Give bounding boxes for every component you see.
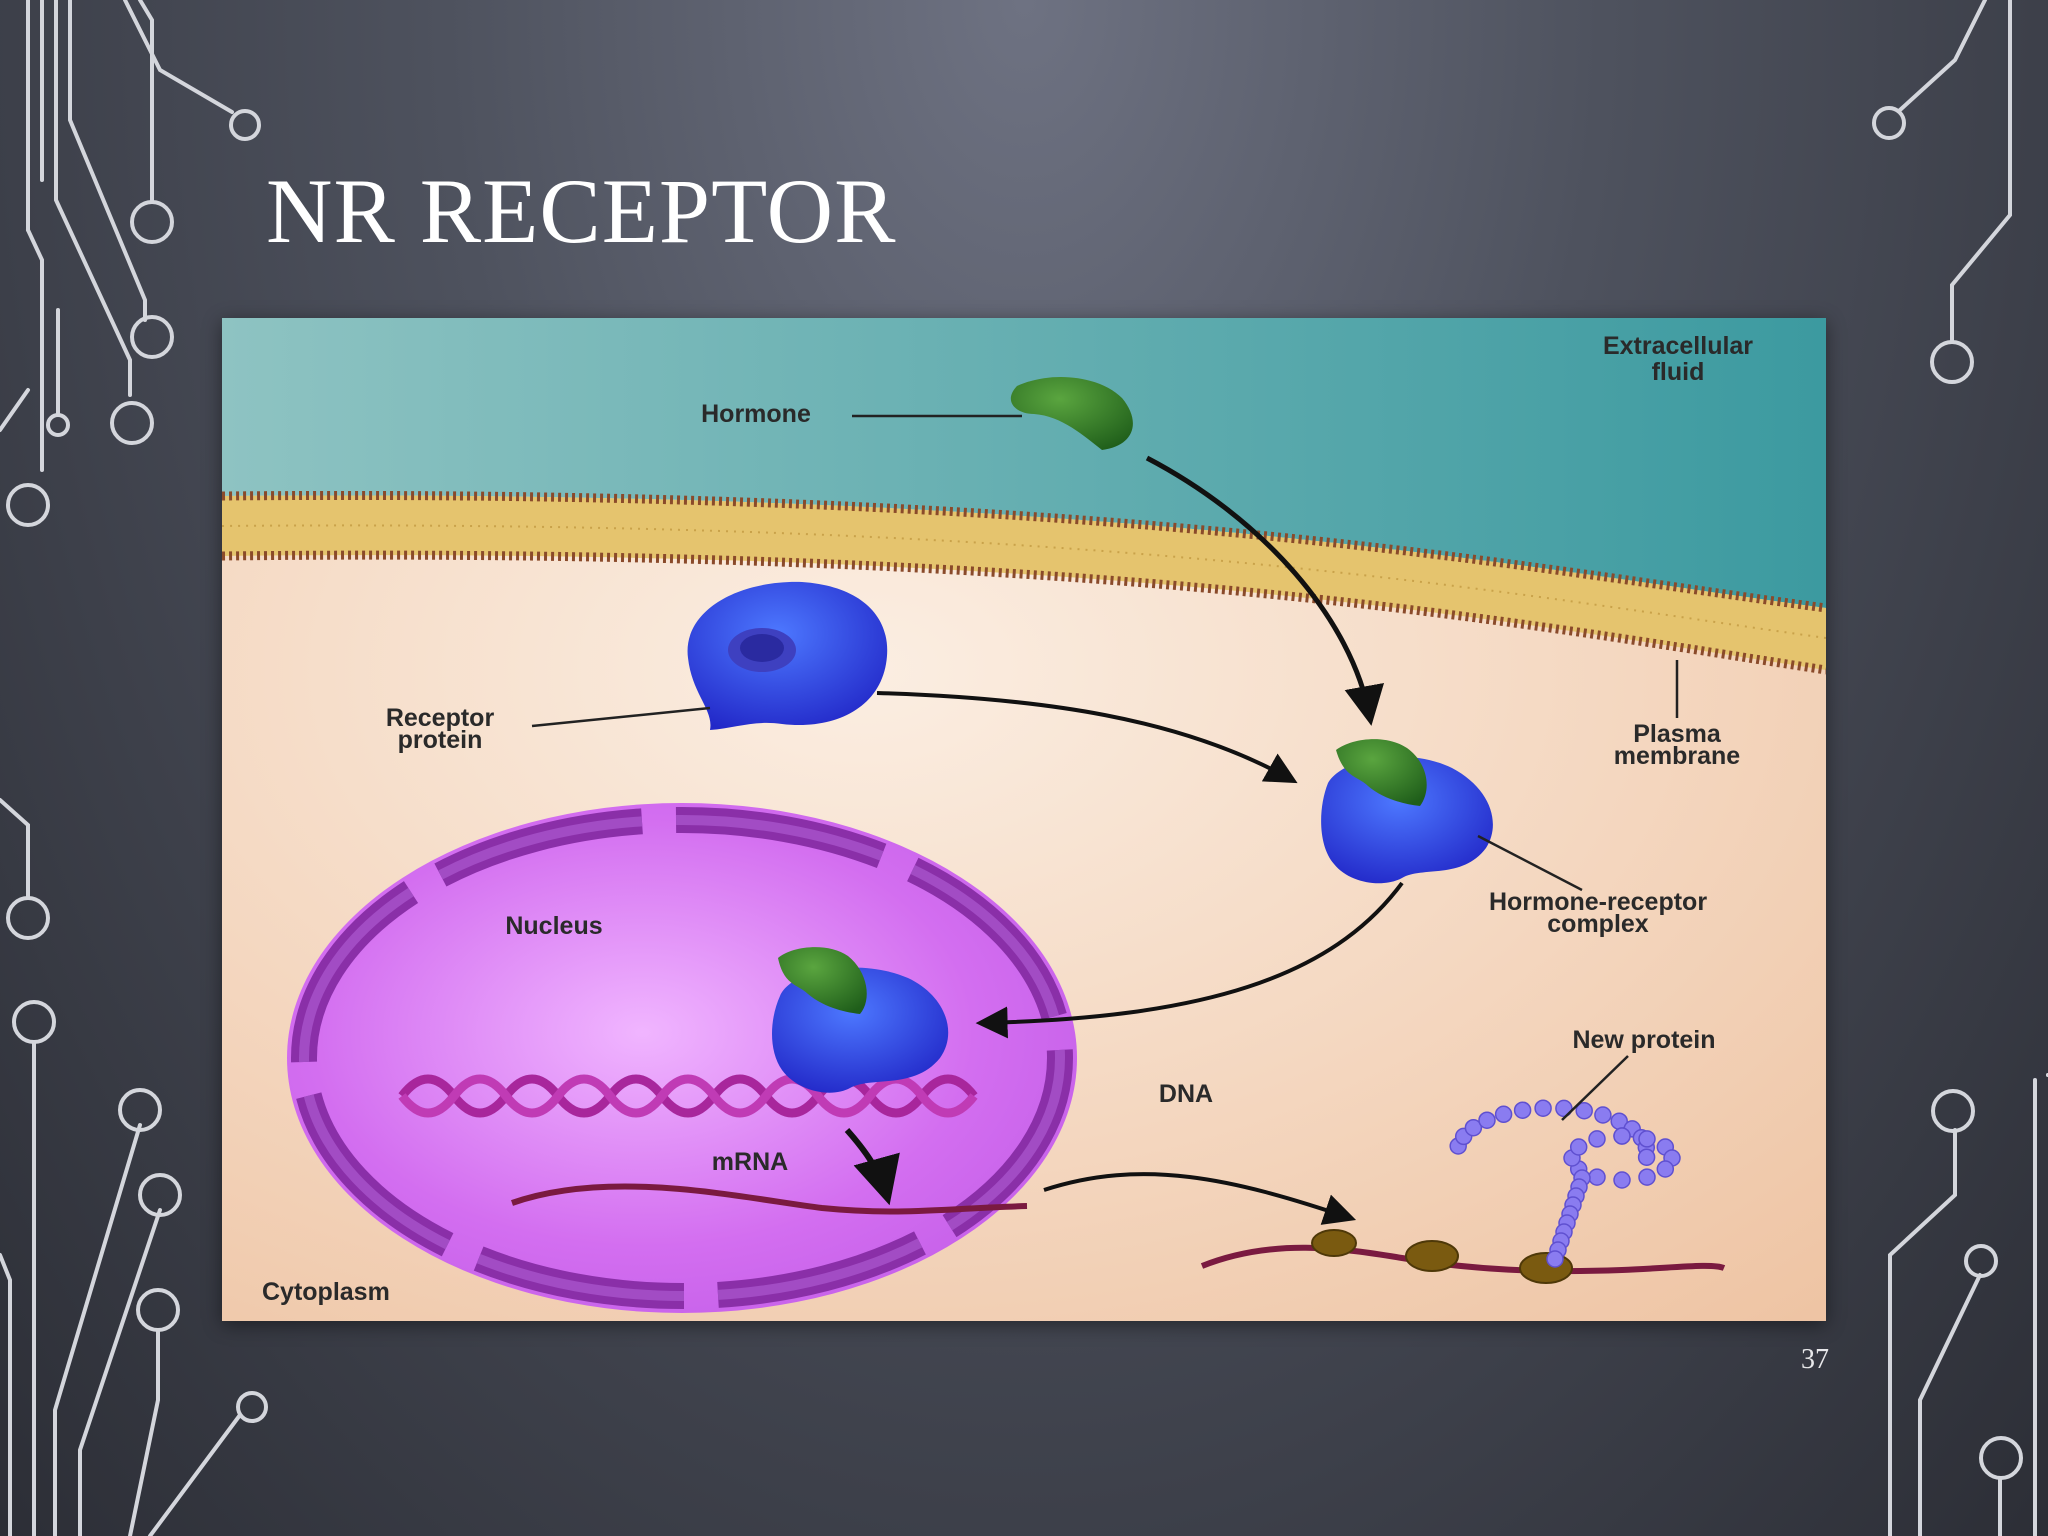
arrow-dna-to-mrna [844, 1128, 900, 1206]
protein-bead [1638, 1130, 1656, 1148]
label-hormone: Hormone [701, 400, 811, 428]
arrow-complex-to-nucleus [975, 881, 1404, 1039]
diagram-canvas: Extracellular fluid Hormone Receptor pro… [221, 318, 1827, 1321]
protein-bead [1569, 1138, 1588, 1156]
label-mrna: mRNA [712, 1148, 788, 1176]
label-complex-line2: complex [1547, 910, 1649, 938]
label-plasma-line1: Plasma [1633, 720, 1722, 748]
protein-bead [1555, 1099, 1573, 1118]
protein-bead [1637, 1148, 1656, 1166]
protein-bead [1575, 1101, 1593, 1120]
protein-bead [1588, 1168, 1606, 1186]
mrna-strand [511, 1183, 1028, 1215]
protein-bead [1464, 1118, 1483, 1137]
arrow-mrna-to-ribosome [1043, 1172, 1357, 1225]
slide-title: NR RECEPTOR [266, 160, 897, 262]
slide-page-number: 37 [1801, 1344, 1829, 1375]
protein-bead [1588, 1130, 1606, 1148]
protein-bead [1513, 1101, 1532, 1119]
protein-bead [1594, 1106, 1612, 1124]
protein-bead [1613, 1171, 1631, 1189]
label-plasma-line2: membrane [1614, 742, 1741, 770]
protein-bead [1546, 1250, 1564, 1268]
label-extracellular-line1: Extracellular [1603, 332, 1753, 360]
arrow-receptor-to-complex [876, 691, 1298, 784]
arrow-hormone-to-membrane [1145, 455, 1384, 726]
cytoplasm-mrna [1200, 1244, 1726, 1275]
label-nucleus: Nucleus [505, 912, 602, 940]
receptor-protein [687, 581, 888, 730]
hormone-molecule [1010, 376, 1133, 450]
label-receptor-line1: Receptor [386, 704, 495, 732]
protein-bead [1638, 1168, 1656, 1186]
label-extracellular-line2: fluid [1652, 358, 1705, 386]
extracellular-region [222, 318, 1826, 608]
label-complex-line1: Hormone-receptor [1489, 888, 1707, 916]
label-new-protein: New protein [1572, 1026, 1715, 1054]
membrane-outer-edge [221, 490, 1827, 613]
plasma-membrane [222, 495, 1826, 670]
protein-bead [1478, 1111, 1496, 1129]
hormone-receptor-complex [1321, 739, 1493, 884]
label-receptor-line2: protein [398, 726, 483, 754]
label-cytoplasm: Cytoplasm [262, 1278, 390, 1306]
protein-bead [1656, 1160, 1675, 1178]
protein-bead [1534, 1099, 1552, 1117]
nuclear-complex [772, 947, 949, 1093]
membrane-inner-edge [221, 550, 1827, 675]
protein-bead [1613, 1127, 1631, 1145]
nuclear-receptor-diagram: Extracellular fluid Hormone Receptor pro… [221, 318, 1827, 1321]
nuclear-envelope-highlight [299, 815, 1065, 1301]
label-dna: DNA [1159, 1080, 1213, 1108]
nucleus [287, 803, 1077, 1313]
new-protein-chain [1449, 1099, 1681, 1268]
leader-lines [531, 414, 1679, 1121]
dna-helix [398, 1074, 978, 1118]
protein-bead [1494, 1105, 1513, 1124]
